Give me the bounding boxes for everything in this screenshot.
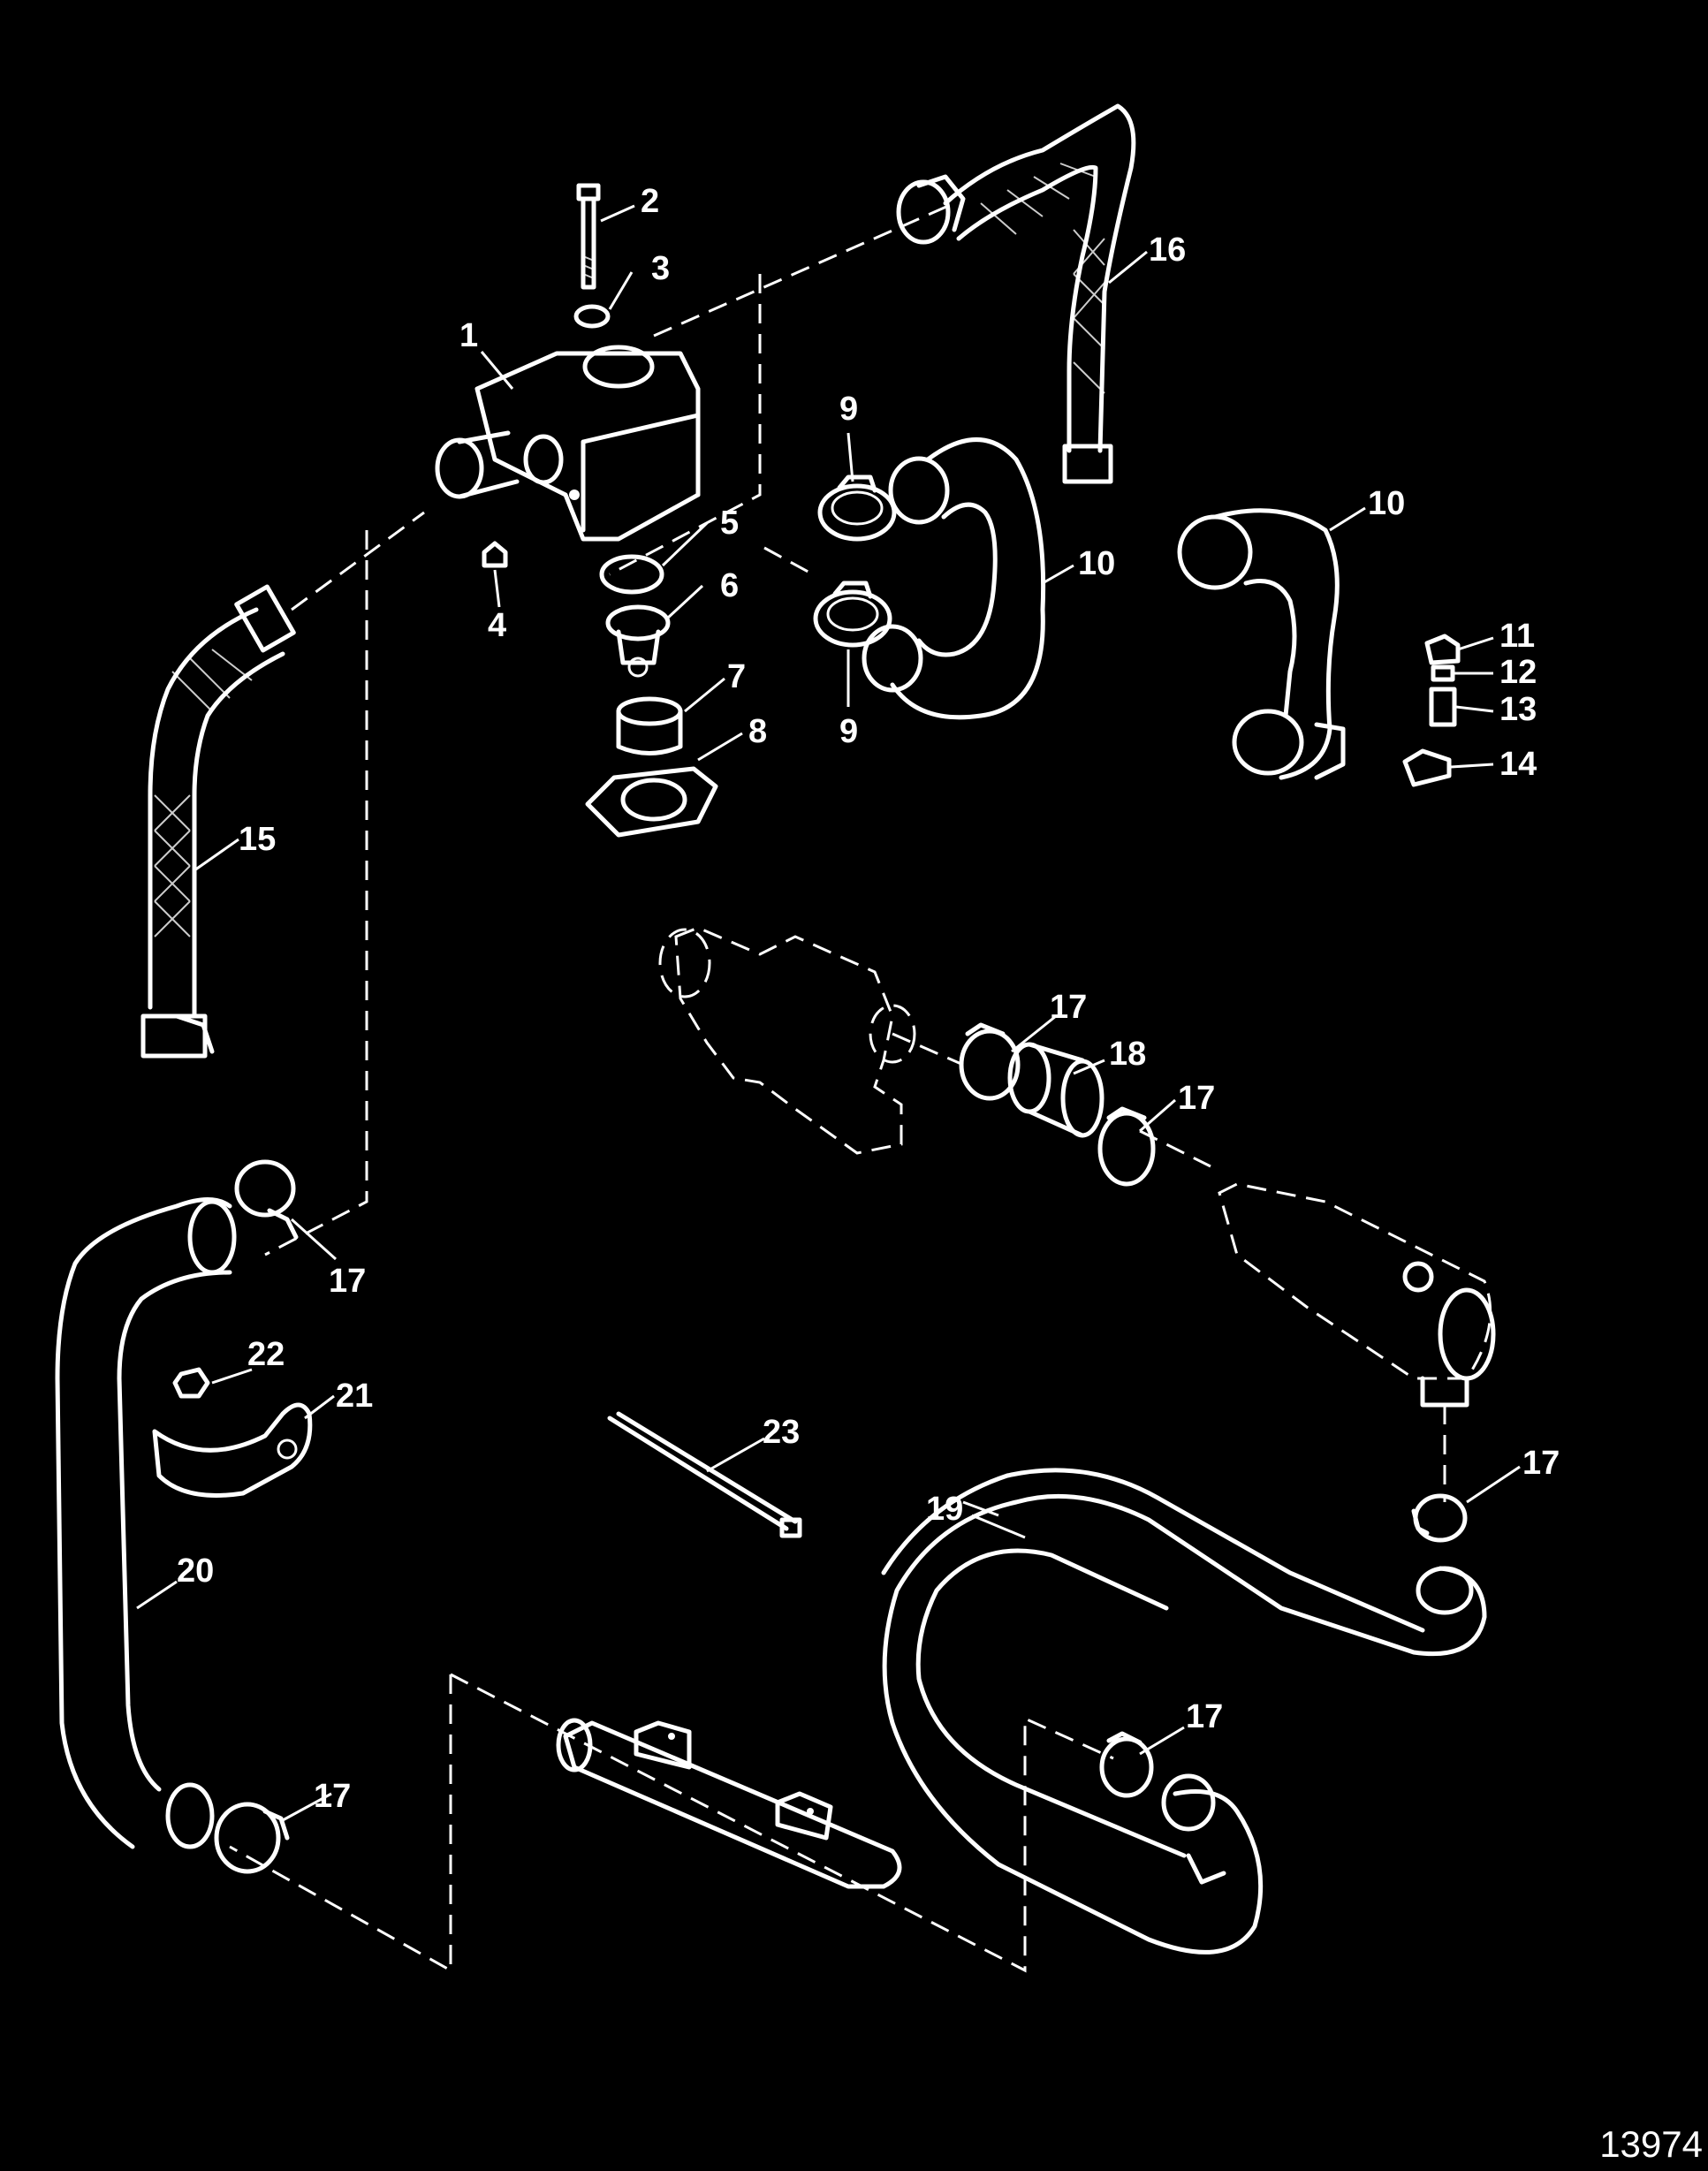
- callout-17-exchanger: 17: [1178, 1080, 1215, 1117]
- callout-22: 22: [247, 1336, 285, 1373]
- callout-7: 7: [727, 658, 746, 695]
- callout-1: 1: [459, 317, 478, 354]
- callout-17-lower-left: 17: [314, 1778, 351, 1815]
- fitting-stack: [1402, 634, 1461, 787]
- callout-10-right: 10: [1368, 485, 1405, 522]
- callout-16: 16: [1149, 232, 1186, 269]
- callout-3: 3: [651, 250, 670, 287]
- long-hose-19: [881, 1468, 1487, 1955]
- o-ring-gasket: [599, 554, 664, 595]
- callout-labels: 1 2 3 4 5 6 7 8 9 9 10 10 11 12 13 14 15…: [177, 183, 1560, 1815]
- callout-14: 14: [1499, 746, 1537, 783]
- elbow-hose: [1177, 508, 1346, 780]
- callout-13: 13: [1499, 691, 1537, 728]
- callout-9-upper: 9: [839, 391, 858, 428]
- transfer-pipe: [556, 1718, 902, 1889]
- callout-12: 12: [1499, 654, 1537, 691]
- assembly-guide-lines: [229, 201, 1446, 1973]
- hose-clamp-17f: [214, 1802, 290, 1874]
- hose-clamp-17b: [1097, 1106, 1156, 1187]
- callout-10-center: 10: [1078, 545, 1115, 582]
- callout-leaders: [136, 204, 1521, 1822]
- callout-18: 18: [1109, 1036, 1146, 1073]
- short-hose-sleeve: [1007, 1042, 1105, 1138]
- callout-9-lower: 9: [839, 713, 858, 750]
- bolt: [576, 183, 601, 290]
- housing-gasket: [585, 766, 718, 838]
- callout-15: 15: [239, 821, 276, 858]
- thermostat: [605, 604, 671, 678]
- callout-6: 6: [720, 567, 739, 604]
- callout-4: 4: [488, 607, 506, 644]
- callout-20: 20: [177, 1552, 214, 1590]
- thermostat-housing: [435, 345, 701, 542]
- heat-exchanger: [1218, 1182, 1496, 1408]
- hose-bracket: [152, 1402, 313, 1498]
- callout-11: 11: [1499, 618, 1535, 655]
- hose-clamp-17d: [1099, 1731, 1154, 1798]
- hose-clamp-17a: [959, 1022, 1021, 1101]
- callout-17-upper-left: 17: [329, 1263, 366, 1300]
- cable-tie: [607, 1411, 802, 1538]
- seawater-pump-outline: [658, 926, 916, 1155]
- pipe-plug: [482, 541, 508, 568]
- callout-8: 8: [748, 713, 767, 750]
- hose-clamp-17e: [234, 1159, 299, 1240]
- hose-clamp-lower: [813, 581, 892, 648]
- hose-clamp-upper: [817, 474, 897, 542]
- braided-hose-upper: [896, 103, 1136, 484]
- long-hose-20: [55, 1197, 237, 1849]
- callout-21: 21: [336, 1378, 373, 1415]
- thermostat-sleeve: [616, 696, 683, 755]
- callout-17-pump: 17: [1050, 989, 1087, 1026]
- callout-19: 19: [926, 1491, 963, 1528]
- callout-17-right: 17: [1522, 1445, 1560, 1482]
- callout-17-lower-mid: 17: [1186, 1698, 1223, 1735]
- callout-2: 2: [641, 183, 659, 220]
- callout-23: 23: [763, 1414, 800, 1451]
- hose-clamp-17c: [1411, 1493, 1468, 1543]
- callout-5: 5: [720, 505, 739, 542]
- figure-number: 13974: [1599, 2123, 1703, 2165]
- braided-hose-left: [140, 584, 296, 1059]
- nut: [172, 1367, 210, 1399]
- washer: [573, 304, 611, 329]
- u-shaped-hose: [862, 437, 1046, 720]
